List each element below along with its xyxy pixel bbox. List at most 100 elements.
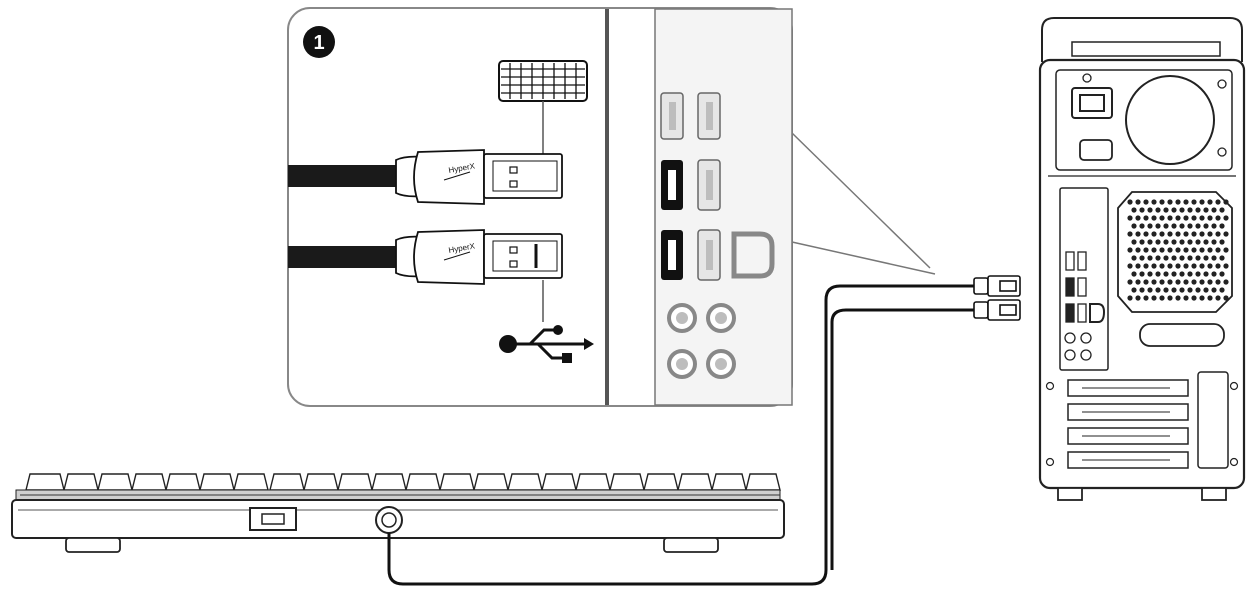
grille-hole	[1163, 223, 1169, 229]
grille-hole	[1179, 255, 1185, 261]
grille-hole	[1183, 279, 1189, 285]
step-badge: 1	[303, 26, 335, 58]
psu-switch	[1079, 139, 1113, 161]
grille-hole	[1155, 207, 1161, 213]
grille-hole	[1159, 247, 1165, 253]
grille-hole	[1167, 231, 1173, 237]
grille-hole	[1195, 207, 1201, 213]
grille-hole	[1143, 263, 1149, 269]
grille-hole	[1191, 247, 1197, 253]
grille-hole	[1131, 223, 1137, 229]
grille-hole	[1215, 199, 1221, 205]
grille-hole	[1199, 263, 1205, 269]
grille-hole	[1211, 271, 1217, 277]
keyboard-icon	[498, 60, 588, 102]
grille-hole	[1171, 207, 1177, 213]
grille-hole	[1211, 239, 1217, 245]
psu-fan	[1125, 75, 1215, 165]
grille-hole	[1131, 239, 1137, 245]
grille-hole	[1167, 279, 1173, 285]
grille-hole	[1187, 255, 1193, 261]
grille-hole	[1215, 279, 1221, 285]
usb-metal-shell-top	[483, 153, 563, 199]
grille-hole	[1203, 239, 1209, 245]
grille-hole	[1171, 271, 1177, 277]
plug-body-top	[413, 149, 485, 205]
grille-hole	[1143, 231, 1149, 237]
usb-cable-route	[387, 284, 986, 586]
grille-hole	[1127, 247, 1133, 253]
keycap-row	[25, 473, 781, 491]
grille-hole	[1159, 279, 1165, 285]
grille-hole	[1219, 239, 1225, 245]
grille-hole	[1191, 295, 1197, 301]
grille-hole	[1139, 239, 1145, 245]
usb-port-zoom-active-1	[661, 160, 683, 210]
grille-hole	[1223, 279, 1229, 285]
grille-hole	[1223, 199, 1229, 205]
grille-hole	[1211, 223, 1217, 229]
grille-hole	[1127, 279, 1133, 285]
grille-hole	[1207, 295, 1213, 301]
grille-hole	[1203, 255, 1209, 261]
grille-hole	[1183, 263, 1189, 269]
grille-hole	[1207, 199, 1213, 205]
grille-hole	[1155, 255, 1161, 261]
grille-hole	[1199, 231, 1205, 237]
grille-hole	[1155, 223, 1161, 229]
grille-hole	[1223, 231, 1229, 237]
grille-hole	[1219, 223, 1225, 229]
zoom-callout-panel: 1 HyperX HyperX	[287, 7, 936, 407]
grille-hole	[1127, 231, 1133, 237]
grille-hole	[1195, 239, 1201, 245]
grille-hole	[1131, 207, 1137, 213]
grille-hole	[1175, 199, 1181, 205]
plug-body-bottom	[413, 229, 485, 285]
grille-hole	[1219, 255, 1225, 261]
grille-hole	[1179, 287, 1185, 293]
usb-port-zoom-2	[697, 92, 721, 140]
grille-hole	[1147, 239, 1153, 245]
grille-hole	[1211, 287, 1217, 293]
usb-metal-shell-bottom	[483, 233, 563, 279]
grille-hole	[1151, 295, 1157, 301]
grille-hole	[1163, 271, 1169, 277]
grille-hole	[1159, 215, 1165, 221]
grille-hole	[1191, 215, 1197, 221]
grille-hole	[1151, 247, 1157, 253]
grille-hole	[1143, 215, 1149, 221]
grille-hole	[1207, 231, 1213, 237]
grille-hole	[1207, 247, 1213, 253]
grille-hole	[1147, 287, 1153, 293]
grille-hole	[1163, 255, 1169, 261]
usb-icon	[499, 325, 594, 363]
cable-branch	[830, 308, 986, 570]
case-fan-grille	[1117, 191, 1233, 313]
power-socket	[1071, 87, 1113, 119]
grille-hole	[1183, 231, 1189, 237]
grille-hole	[1163, 207, 1169, 213]
grille-hole	[1127, 199, 1133, 205]
grille-hole	[1151, 199, 1157, 205]
grille-hole	[1159, 263, 1165, 269]
grille-hole	[1151, 263, 1157, 269]
grille-hole	[1155, 239, 1161, 245]
grille-hole	[1159, 199, 1165, 205]
pc-usb-plugs	[973, 275, 1021, 321]
grille-hole	[1143, 279, 1149, 285]
rear-audio-jacks	[1064, 332, 1092, 361]
grille-hole	[1183, 199, 1189, 205]
cable-main	[387, 284, 986, 586]
grille-hole	[1195, 271, 1201, 277]
grille-hole	[1139, 223, 1145, 229]
grille-hole	[1223, 295, 1229, 301]
grille-hole	[1167, 295, 1173, 301]
usb-port-zoom-1	[660, 92, 684, 140]
grille-hole	[1199, 199, 1205, 205]
zoom-wedge	[791, 132, 936, 275]
grille-hole	[1167, 215, 1173, 221]
grille-hole	[1139, 255, 1145, 261]
grille-hole	[1135, 199, 1141, 205]
step-number: 1	[313, 32, 324, 54]
grille-hole	[1199, 279, 1205, 285]
